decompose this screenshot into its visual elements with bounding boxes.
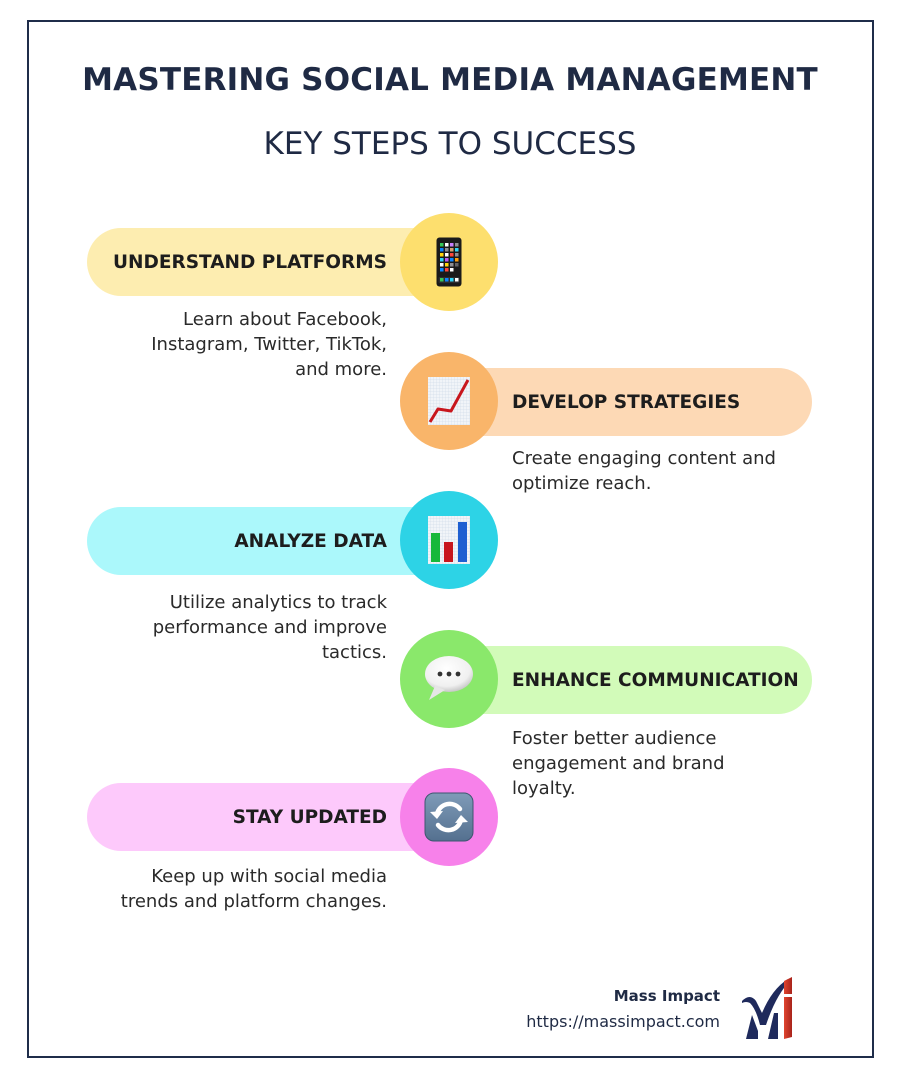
step-circle-4 xyxy=(400,630,498,728)
step-label: ENHANCE COMMUNICATION xyxy=(512,669,799,691)
speech-balloon-icon xyxy=(423,654,475,704)
step-circle-3 xyxy=(400,491,498,589)
chart-increasing-icon xyxy=(427,376,471,426)
step-description: Learn about Facebook, Instagram, Twitter… xyxy=(151,309,387,380)
step-pill-analyze-data: ANALYZE DATA xyxy=(87,507,457,575)
step-circle-2 xyxy=(400,352,498,450)
page-subtitle: KEY STEPS TO SUCCESS xyxy=(263,126,637,162)
brand-url[interactable]: https://massimpact.com xyxy=(526,1012,720,1031)
step-circle-5 xyxy=(400,768,498,866)
step-pill-develop-strategies: DEVELOP STRATEGIES xyxy=(441,368,812,436)
step-label: UNDERSTAND PLATFORMS xyxy=(112,251,387,273)
step-pill-enhance-communication: ENHANCE COMMUNICATION xyxy=(441,646,812,714)
refresh-arrows-icon xyxy=(424,792,474,842)
step-description: Create engaging content and optimize rea… xyxy=(512,448,776,494)
step-label: DEVELOP STRATEGIES xyxy=(512,391,741,413)
brand-name: Mass Impact xyxy=(613,987,720,1005)
mass-impact-logo-icon xyxy=(740,975,800,1043)
step-description: Utilize analytics to track performance a… xyxy=(152,592,387,663)
step-description: Keep up with social media trends and pla… xyxy=(120,866,387,912)
step-circle-1 xyxy=(400,213,498,311)
mobile-phone-icon xyxy=(436,237,462,287)
step-label: ANALYZE DATA xyxy=(234,530,387,552)
step-label: STAY UPDATED xyxy=(232,806,387,828)
step-pill-stay-updated: STAY UPDATED xyxy=(87,783,457,851)
step-pill-understand-platforms: UNDERSTAND PLATFORMS xyxy=(87,228,457,296)
page-title: MASTERING SOCIAL MEDIA MANAGEMENT xyxy=(82,62,818,98)
step-description: Foster better audience engagement and br… xyxy=(512,728,725,799)
bar-chart-icon xyxy=(427,515,471,565)
infographic-frame xyxy=(27,20,874,1058)
